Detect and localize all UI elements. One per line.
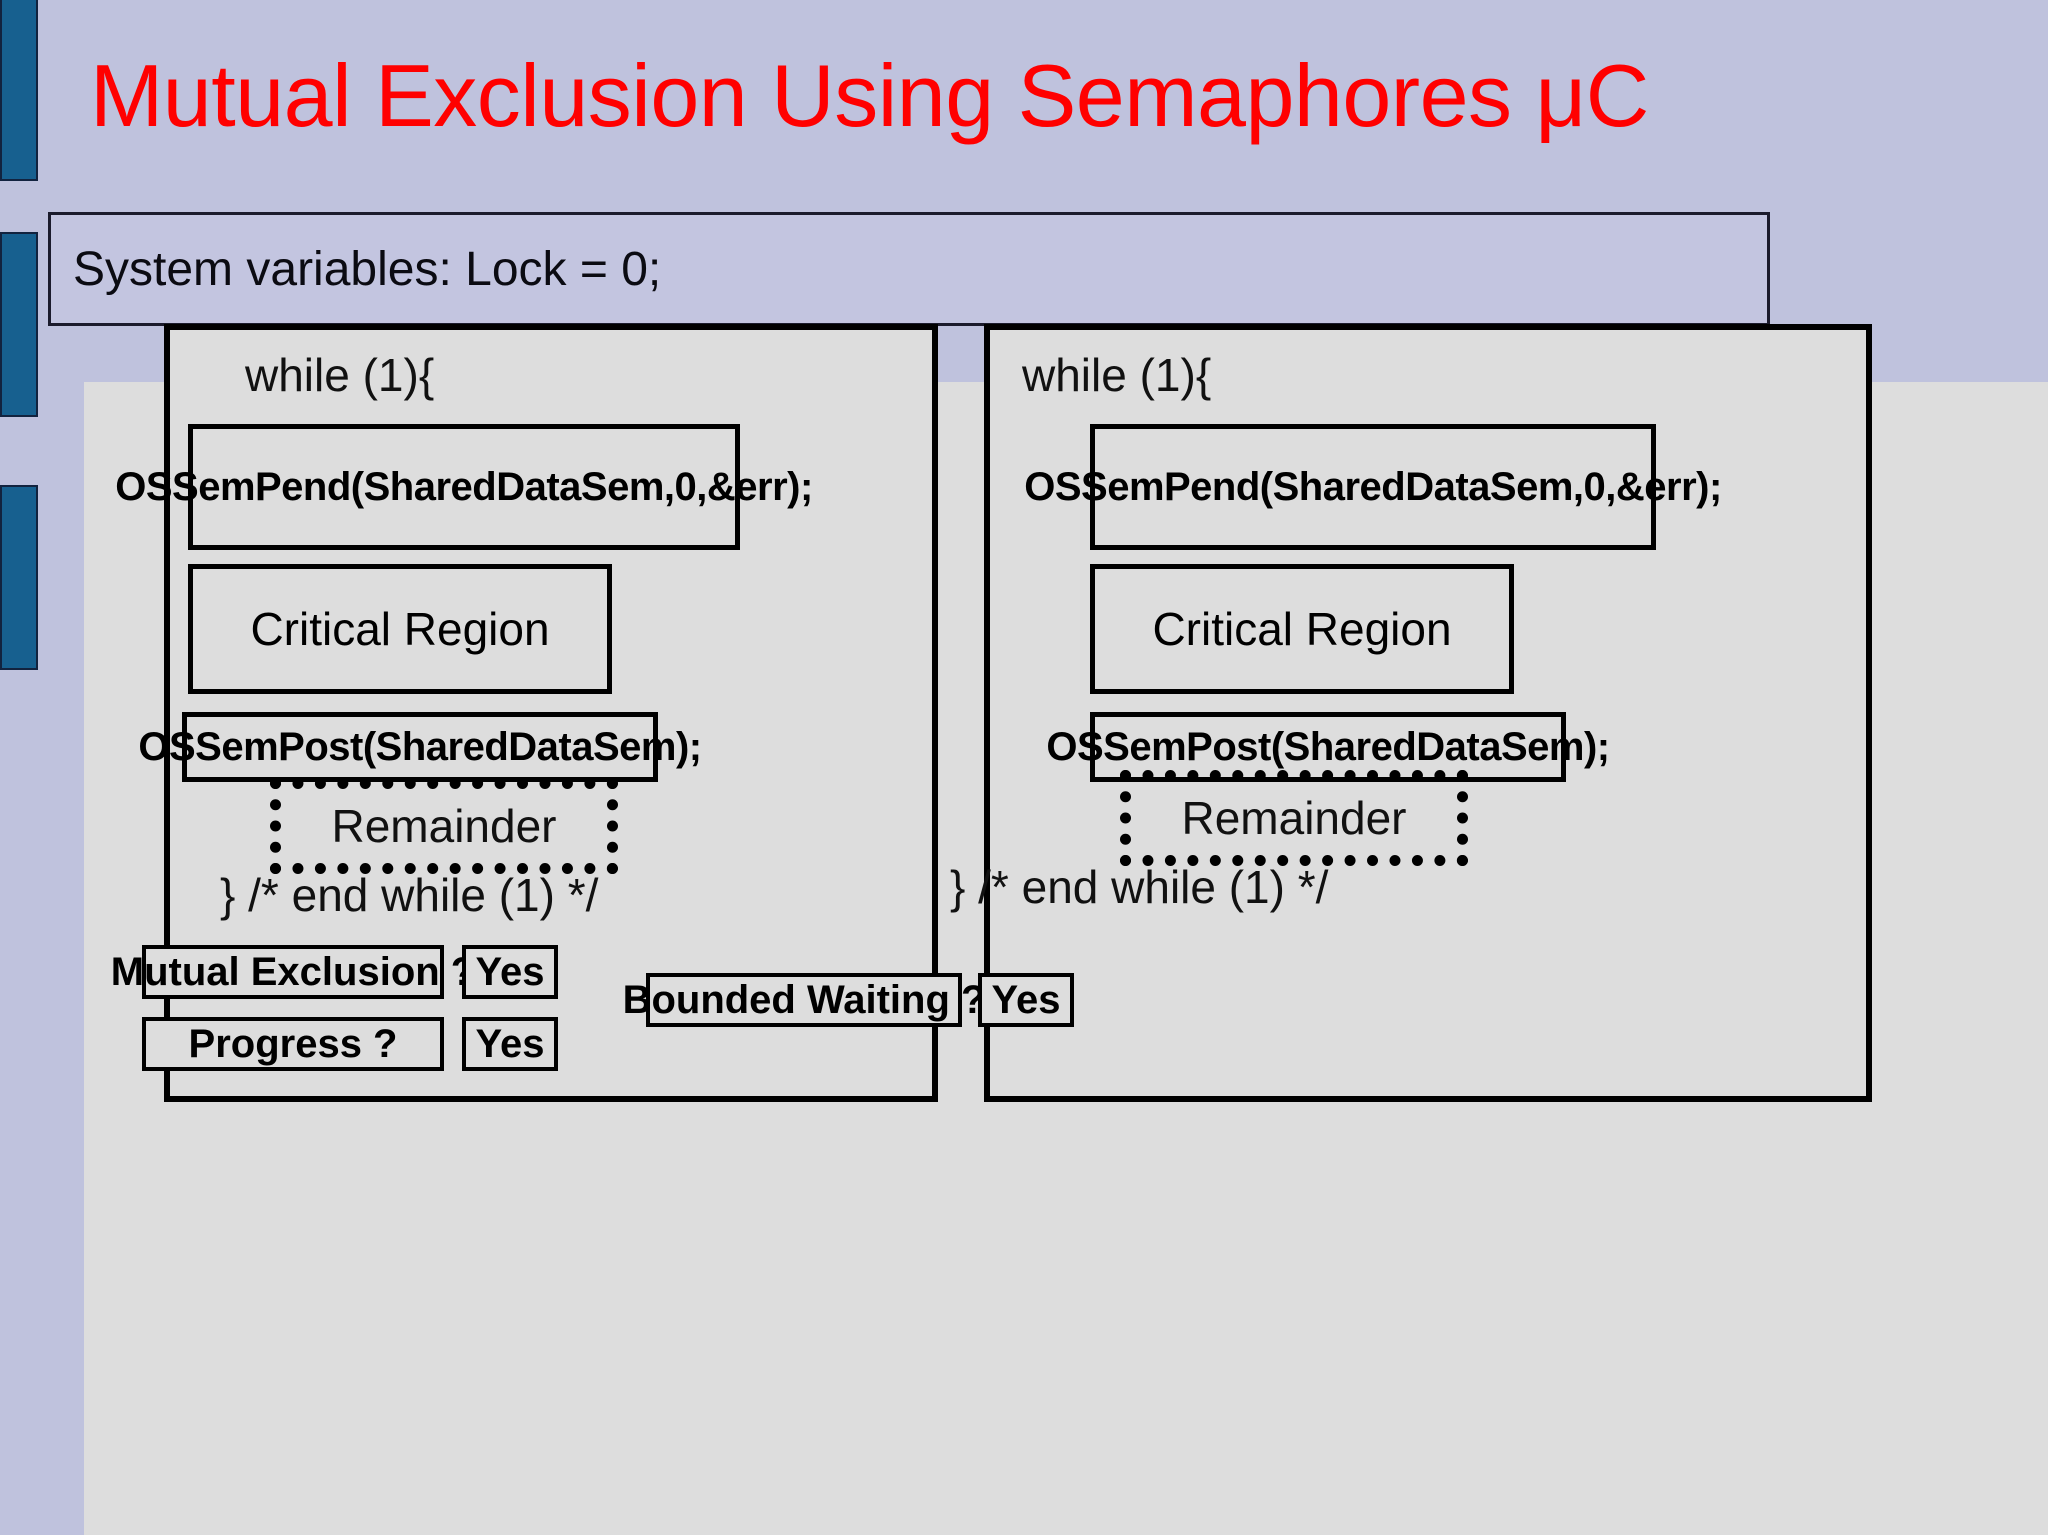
- criterion-progress-answer: Yes: [462, 1017, 558, 1071]
- criterion-bounded-waiting-answer: Yes: [978, 973, 1074, 1027]
- criterion-mutual-exclusion-answer: Yes: [462, 945, 558, 999]
- process-one-remainder: Remainder: [270, 778, 618, 874]
- process-one-block: while (1){ OSSemPend(SharedDataSem,0,&er…: [115, 324, 938, 1102]
- process-two-while-close: } /* end while (1) */: [950, 861, 1329, 913]
- accent-bar-1: [0, 0, 38, 181]
- process-one-while-open: while (1){: [245, 349, 435, 401]
- process-one-sempend: OSSemPend(SharedDataSem,0,&err);: [115, 424, 813, 550]
- process-one-critical-region: Critical Region: [188, 564, 612, 694]
- process-one-sempost: OSSemPost(SharedDataSem);: [138, 712, 702, 782]
- criterion-bounded-waiting-question: Bounded Waiting ?: [623, 973, 985, 1027]
- accent-bar-2: [0, 232, 38, 417]
- process-one-while-close: } /* end while (1) */: [220, 869, 599, 921]
- process-two-remainder: Remainder: [1120, 770, 1468, 866]
- process-two-sempend: OSSemPend(SharedDataSem,0,&err);: [1024, 424, 1722, 550]
- process-two-while-open: while (1){: [1022, 349, 1212, 401]
- page-title: Mutual Exclusion Using Semaphores μC: [90, 46, 1649, 145]
- accent-bar-3: [0, 485, 38, 670]
- content-panel: while (1){ OSSemPend(SharedDataSem,0,&er…: [84, 324, 2048, 1535]
- criterion-mutual-exclusion-question: Mutual Exclusion ?: [111, 945, 475, 999]
- criterion-progress-question: Progress ?: [142, 1017, 444, 1071]
- system-variables-text: System variables: Lock = 0;: [73, 242, 662, 296]
- process-two-critical-region: Critical Region: [1090, 564, 1514, 694]
- process-two-block: while (1){ OSSemPend(SharedDataSem,0,&er…: [950, 324, 1872, 1102]
- system-variables-box: System variables: Lock = 0;: [48, 212, 1770, 326]
